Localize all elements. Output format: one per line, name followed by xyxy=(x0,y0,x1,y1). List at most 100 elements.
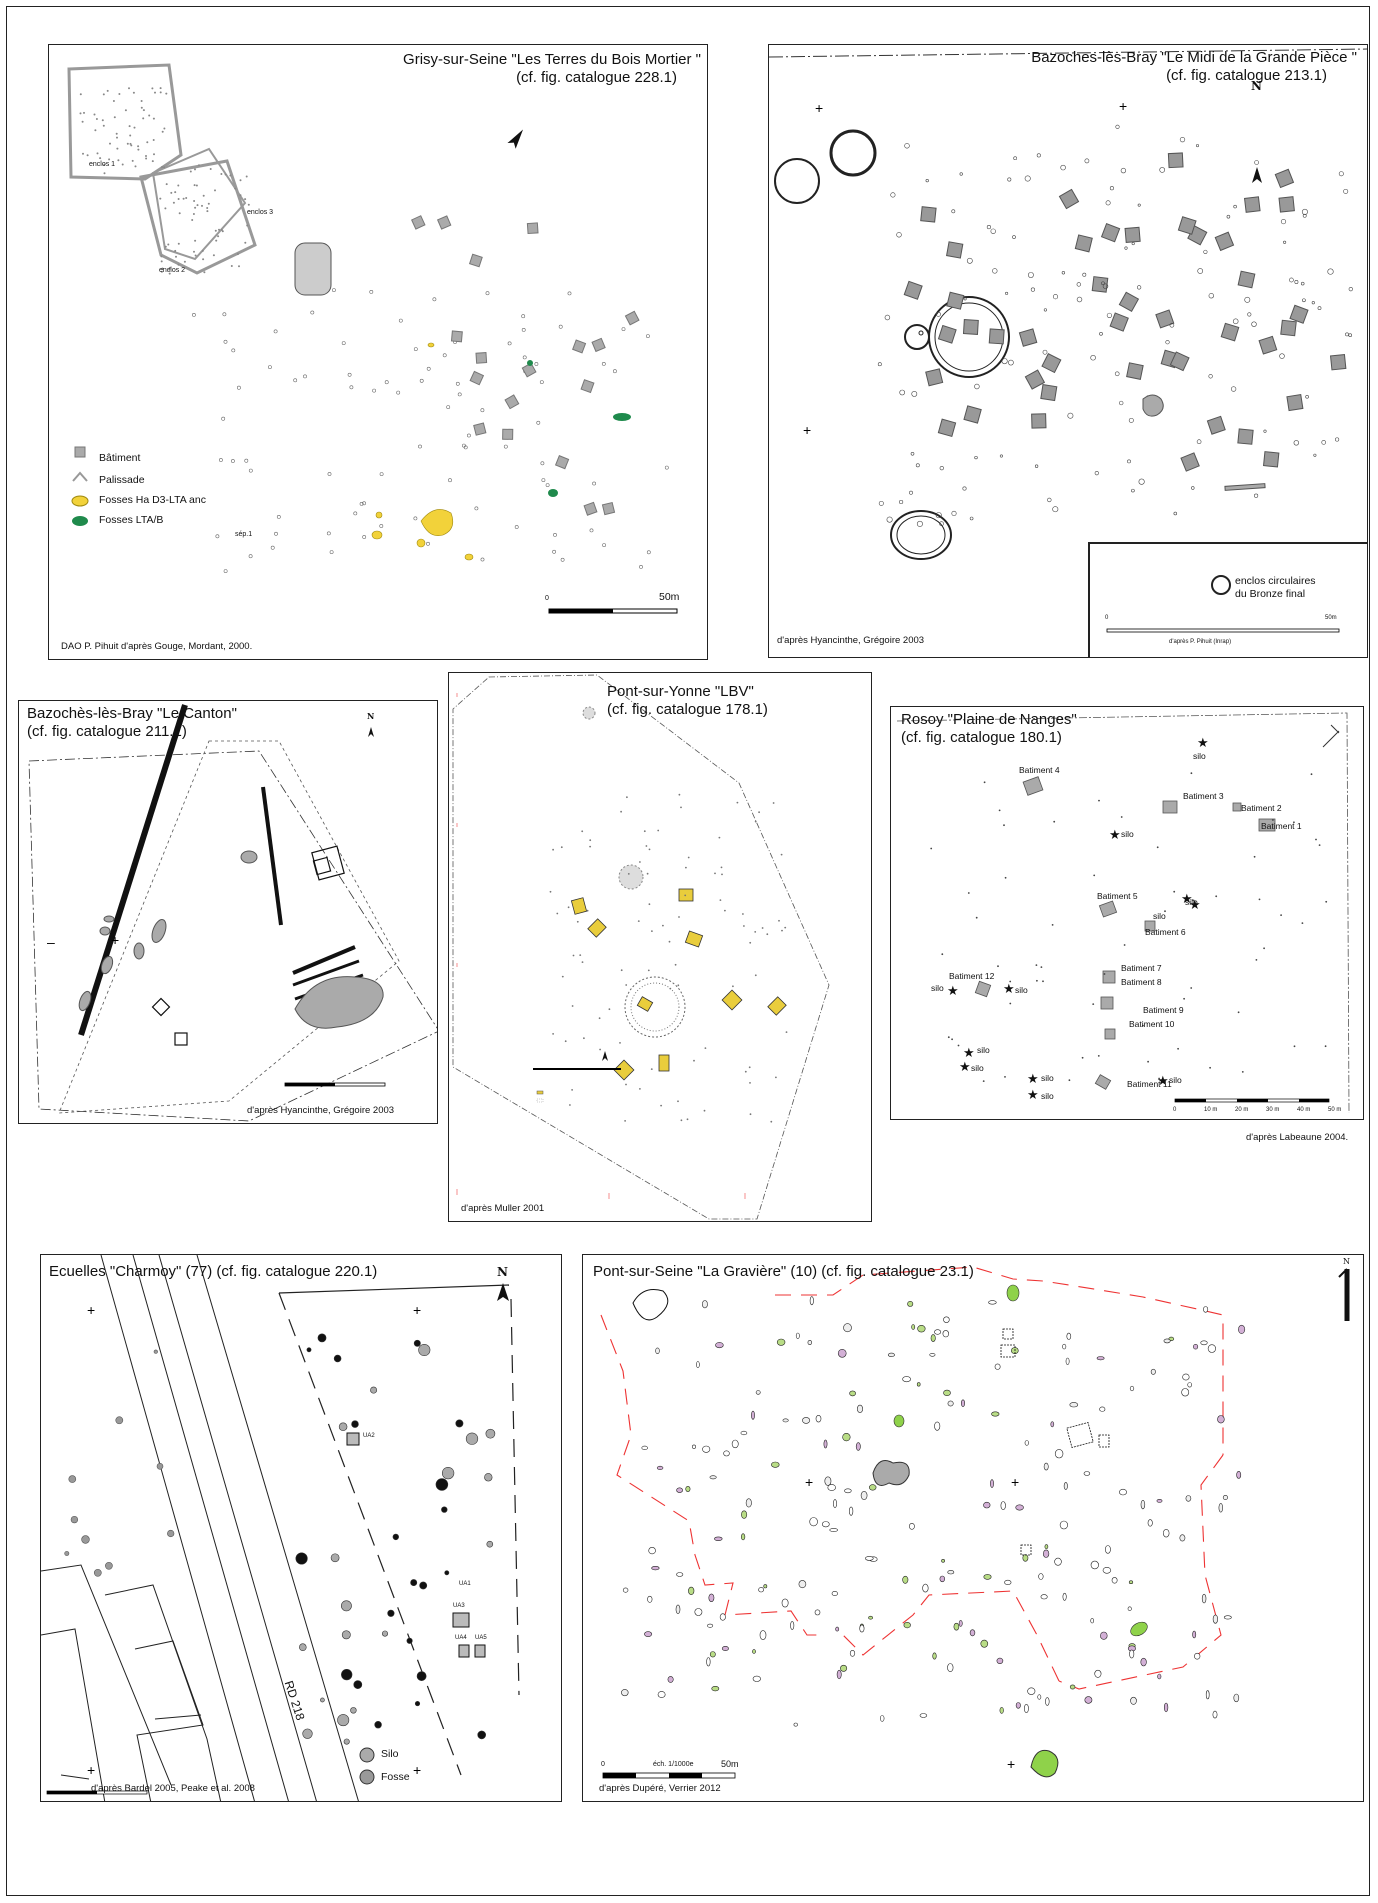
bazoches-midi-map: + + + xyxy=(769,48,1367,657)
feature-pit xyxy=(156,1463,164,1470)
feature-pit xyxy=(999,454,1003,458)
feature-pit xyxy=(837,1349,847,1358)
feature-building xyxy=(946,291,965,310)
feature-pit xyxy=(539,380,544,385)
feature-building xyxy=(450,330,463,343)
feature-pit xyxy=(142,117,145,120)
feature-pit xyxy=(639,565,643,569)
feature-pit xyxy=(674,963,677,966)
feature-pit xyxy=(1062,1592,1067,1601)
feature-building xyxy=(937,324,957,344)
feature-pit xyxy=(206,210,209,213)
feature-pit xyxy=(1327,268,1334,275)
feature-pit xyxy=(1301,922,1304,924)
feature-pit xyxy=(331,288,336,293)
feature-pit xyxy=(484,1473,493,1482)
feature-pit xyxy=(648,1547,656,1555)
feature-pit xyxy=(1302,298,1306,303)
feature-pit xyxy=(678,793,681,796)
feature-pit xyxy=(558,324,563,329)
feature-pit xyxy=(647,1595,653,1603)
svg-text:+: + xyxy=(1011,1474,1019,1490)
feature-pit xyxy=(116,136,118,139)
feature-pit xyxy=(1343,188,1349,194)
feature-building xyxy=(1031,413,1047,429)
feature-pit xyxy=(1111,1577,1118,1584)
silo-star-icon: ★ xyxy=(1109,828,1121,843)
feature-pit xyxy=(194,239,197,242)
feature-pit xyxy=(102,93,105,96)
feature-pit xyxy=(877,362,882,367)
feature-pit xyxy=(170,191,173,194)
feature-building xyxy=(1126,362,1144,380)
feature-pit xyxy=(702,1445,711,1453)
rosoy-title-line2: (cf. fig. catalogue 180.1) xyxy=(901,729,1062,746)
feature-pit xyxy=(702,1300,708,1309)
feature-pit xyxy=(763,1584,768,1589)
feature-pit xyxy=(239,179,242,182)
feature-pit xyxy=(333,1354,342,1363)
feature-pit xyxy=(1194,1652,1201,1660)
feature-pit xyxy=(1156,1498,1163,1503)
feature-pit xyxy=(1008,359,1014,366)
feature-pit xyxy=(983,1501,991,1509)
feature-building xyxy=(572,339,587,354)
feature-pit xyxy=(1024,1440,1029,1446)
feature-pit xyxy=(1004,1579,1012,1585)
feature-pit xyxy=(560,557,565,562)
feature-pit xyxy=(996,1657,1004,1665)
feature-pit xyxy=(1169,322,1175,328)
feature-pit xyxy=(418,1343,431,1357)
pont-seine-north-label: N xyxy=(1343,1257,1350,1266)
feature-pit xyxy=(1190,987,1193,989)
feature-pit xyxy=(741,1510,748,1519)
feature-pit xyxy=(96,152,99,155)
feature-building xyxy=(554,455,570,470)
svg-text:+: + xyxy=(111,932,119,948)
feature-pit xyxy=(1084,158,1090,164)
rosoy-map: ★★★★★★★★★★★ xyxy=(896,712,1350,1114)
feature-pit xyxy=(1003,824,1005,827)
feature-pit xyxy=(220,228,223,231)
feature-pit xyxy=(101,119,104,122)
feature-pit xyxy=(267,365,272,370)
feature-pit xyxy=(983,1574,992,1580)
panel-pont-seine: + + + Pont-sur-Seine "La Gravière" (10) … xyxy=(582,1254,1364,1802)
feature-pit xyxy=(161,267,164,270)
feature-pit xyxy=(215,534,220,539)
silo-label: silo xyxy=(1015,985,1028,995)
feature-pit xyxy=(814,1609,821,1616)
feature-pit xyxy=(177,198,180,200)
feature-pit xyxy=(947,1036,950,1039)
feature-pit xyxy=(306,1347,312,1353)
feature-pit xyxy=(1042,349,1048,355)
bazoches-canton-title: Bazochès-lès-Bray "Le Canton" (cf. fig. … xyxy=(27,705,237,741)
feature-pit xyxy=(1247,312,1252,317)
feature-pit xyxy=(864,1556,874,1561)
feature-pit xyxy=(1059,1520,1069,1530)
feature-pit xyxy=(1192,1630,1197,1639)
feature-building xyxy=(469,370,485,386)
ua1-label: UA1 xyxy=(459,1581,471,1587)
rosoy-scale-tick: 10 m xyxy=(1204,1107,1218,1113)
feature-pit xyxy=(655,1347,660,1355)
label-enclos-2: enclos 2 xyxy=(159,267,186,274)
feature-pit xyxy=(64,1551,70,1556)
feature-pit xyxy=(1063,1482,1068,1490)
feature-pit xyxy=(822,1521,830,1528)
feature-pit xyxy=(686,1118,689,1121)
feature-pit xyxy=(1090,1560,1099,1570)
feature-pit xyxy=(1037,1694,1042,1700)
feature-pit xyxy=(677,984,680,987)
feature-pit xyxy=(957,1044,960,1047)
feature-pit xyxy=(174,191,177,194)
feature-pit xyxy=(571,1089,573,1091)
feature-pit xyxy=(1047,497,1052,503)
feature-pit xyxy=(1128,417,1134,423)
feature-pit xyxy=(463,445,468,450)
feature-pit xyxy=(1090,1618,1095,1624)
feature-pit xyxy=(480,557,485,562)
feature-pit xyxy=(645,845,648,847)
feature-pit xyxy=(1191,486,1195,490)
feature-pit xyxy=(1203,1306,1209,1313)
